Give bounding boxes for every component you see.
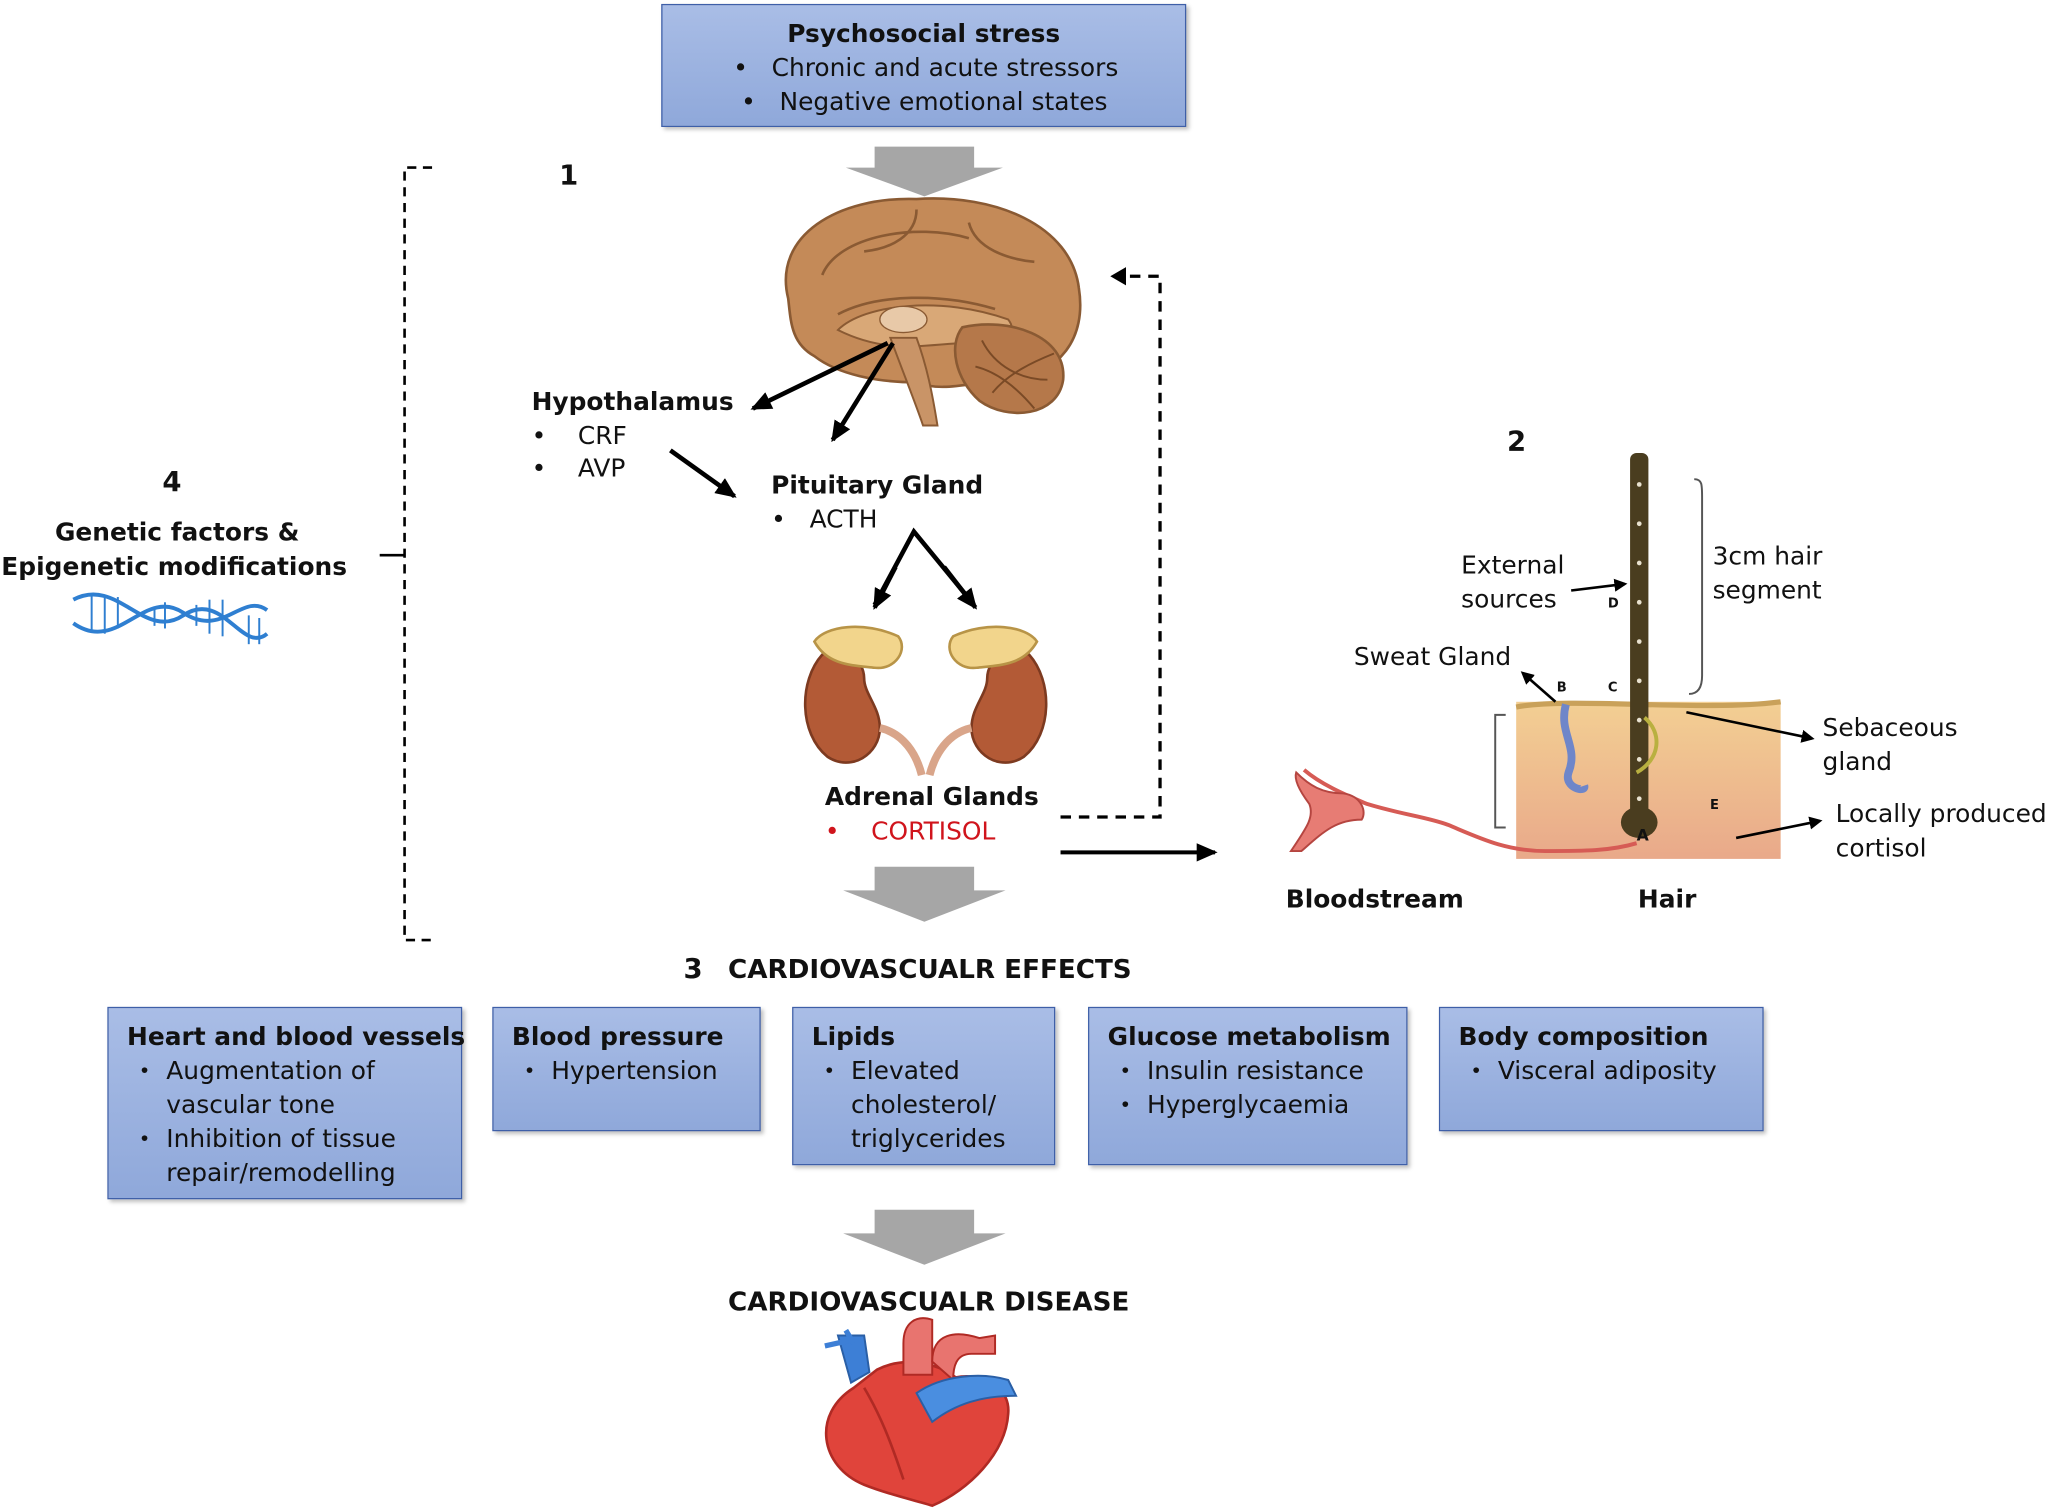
effect-title: Glucose metabolism	[1107, 1022, 1391, 1052]
hypothalamus-title: Hypothalamus	[531, 387, 734, 417]
stress-item-1: • Chronic and acute stressors	[733, 53, 1119, 83]
sweat-gland-label: Sweat Gland	[1353, 642, 1512, 672]
effects-heading: CARDIOVASCUALR EFFECTS	[727, 953, 1132, 985]
adrenal-title: Adrenal Glands	[824, 782, 1039, 812]
arrow-to-hypothalamus	[750, 340, 889, 411]
pituitary-title: Pituitary Gland	[771, 471, 984, 501]
down-arrow-3	[843, 1209, 1006, 1265]
pituitary-item-acth: • ACTH	[771, 505, 878, 535]
arrow-hypo-to-pituitary	[669, 448, 737, 499]
letter-d: D	[1607, 597, 1619, 612]
effect-box-blood-pressure: Blood pressure Hypertension	[492, 1006, 761, 1132]
effect-item: Visceral adiposity	[1459, 1054, 1716, 1088]
segment-line-2: segment	[1712, 576, 1822, 605]
disease-heading: CARDIOVASCUALR DISEASE	[727, 1285, 1130, 1318]
effect-item: Hyperglycaemia	[1108, 1088, 1391, 1122]
effect-box-heart-vessels: Heart and blood vessels Augmentation ofv…	[107, 1006, 466, 1200]
effect-box-body-composition: Body composition Visceral adiposity	[1438, 1006, 1764, 1132]
local-cortisol-line-2: cortisol	[1835, 834, 1927, 863]
dna-icon	[72, 592, 269, 645]
effect-item: Hypertension	[512, 1054, 724, 1088]
effect-item: Insulin resistance	[1108, 1054, 1391, 1088]
bloodstream-label: Bloodstream	[1285, 885, 1464, 914]
kidneys-illustration	[803, 625, 1048, 777]
sebaceous-gland	[1635, 716, 1659, 775]
genetic-line-1: Genetic factors &	[54, 518, 300, 548]
hair-illustration	[1289, 453, 1781, 859]
letter-c: C	[1607, 680, 1618, 696]
effect-title: Lipids	[811, 1022, 896, 1052]
arrow-to-pituitary	[830, 341, 895, 443]
label-number-1: 1	[559, 159, 579, 192]
stress-title: Psychosocial stress	[787, 19, 1061, 49]
effect-title: Heart and blood vessels	[127, 1022, 466, 1052]
segment-line-1: 3cm hair	[1712, 542, 1823, 571]
effect-title: Blood pressure	[511, 1022, 724, 1052]
genetic-line-2: Epigenetic modifications	[1, 552, 348, 582]
label-number-2: 2	[1507, 425, 1527, 457]
down-arrow-1	[845, 146, 1003, 197]
sebaceous-line-1: Sebaceous	[1822, 713, 1958, 743]
label-number-3: 3	[683, 953, 703, 985]
segment-brace	[1688, 478, 1704, 695]
down-arrow-2	[843, 866, 1006, 922]
letter-a: A	[1636, 826, 1649, 845]
hypothalamus-item-avp: • AVP	[531, 454, 626, 484]
local-cortisol-line-1: Locally produced	[1835, 799, 2047, 829]
brain-illustration	[784, 197, 1082, 427]
stress-box: Psychosocial stress • Chronic and acute …	[661, 3, 1187, 128]
genetic-bracket	[379, 166, 433, 942]
hypothalamus-item-crf: • CRF	[531, 421, 627, 451]
letter-e: E	[1709, 798, 1719, 814]
letter-b: B	[1556, 680, 1567, 696]
hair-label: Hair	[1637, 885, 1697, 914]
feedback-arrow	[1060, 274, 1162, 819]
effect-box-glucose: Glucose metabolism Insulin resistance Hy…	[1088, 1006, 1408, 1166]
label-number-4: 4	[162, 466, 182, 498]
external-sources-line-2: sources	[1461, 585, 1557, 615]
sebaceous-line-2: gland	[1822, 747, 1893, 777]
sweat-gland-duct	[1560, 703, 1589, 793]
effect-title: Body composition	[1458, 1022, 1709, 1052]
external-sources-line-1: External	[1461, 551, 1565, 581]
stress-item-2: • Negative emotional states	[741, 87, 1108, 117]
adrenal-item-cortisol: • CORTISOL	[824, 817, 996, 846]
